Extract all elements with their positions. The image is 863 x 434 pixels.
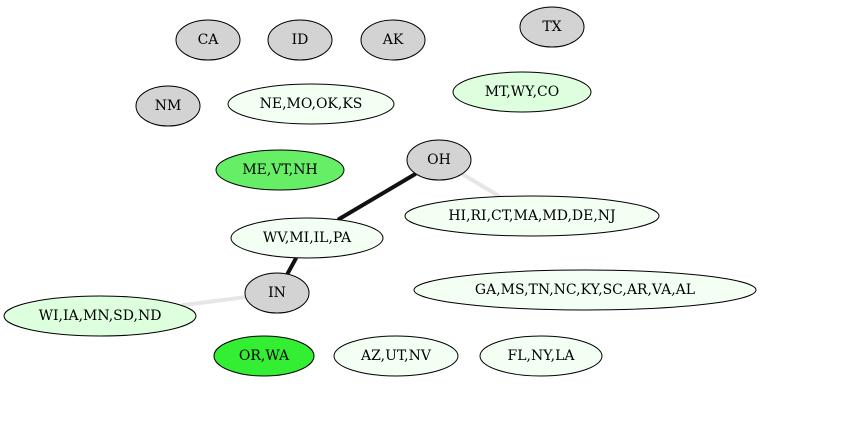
node-label: WI,IA,MN,SD,ND [39, 308, 162, 324]
node-ga: GA,MS,TN,NC,KY,SC,AR,VA,AL [413, 269, 757, 311]
node-label: TX [542, 19, 561, 35]
edge-in-wi [181, 295, 246, 308]
node-shape [135, 85, 201, 127]
node-id: ID [267, 19, 333, 61]
node-label: AZ,UT,NV [360, 348, 432, 364]
node-oh: OH [406, 139, 472, 181]
node-label: FL,NY,LA [507, 348, 575, 364]
node-az: AZ,UT,NV [333, 335, 459, 377]
node-shape [230, 217, 384, 259]
node-label: ME,VT,NH [242, 162, 317, 178]
edge-oh-wv [336, 172, 417, 222]
node-in: IN [244, 272, 310, 314]
node-label: CA [198, 32, 220, 48]
node-label: NE,MO,OK,KS [260, 96, 363, 112]
node-me: ME,VT,NH [215, 149, 345, 191]
node-shape [213, 335, 315, 377]
node-shape [360, 19, 426, 61]
nodes-layer: CA ID AK TX NM NE,MO,OK,KS MT,WY,CO ME,VT,NH OH H… [3, 6, 757, 377]
node-label: OR,WA [239, 348, 290, 364]
node-shape [267, 19, 333, 61]
node-shape [406, 139, 472, 181]
node-hi: HI,RI,CT,MA,MD,DE,NJ [404, 195, 660, 237]
node-label: GA,MS,TN,NC,KY,SC,AR,VA,AL [475, 282, 695, 298]
node-label: AK [382, 32, 404, 48]
node-label: HI,RI,CT,MA,MD,DE,NJ [448, 208, 615, 224]
node-label: WV,MI,IL,PA [263, 230, 352, 246]
node-shape [404, 195, 660, 237]
node-or: OR,WA [213, 335, 315, 377]
node-ak: AK [360, 19, 426, 61]
node-nm: NM [135, 85, 201, 127]
node-shape [333, 335, 459, 377]
node-ca: CA [175, 19, 241, 61]
node-shape [175, 19, 241, 61]
node-shape [519, 6, 585, 48]
node-wi: WI,IA,MN,SD,ND [3, 295, 197, 337]
node-shape [215, 149, 345, 191]
edge-oh-hi [461, 172, 501, 199]
node-shape [413, 269, 757, 311]
node-mt: MT,WY,CO [452, 71, 592, 113]
node-tx: TX [519, 6, 585, 48]
node-shape [479, 335, 603, 377]
node-label: ID [292, 32, 309, 48]
node-ne: NE,MO,OK,KS [227, 83, 395, 125]
node-label: MT,WY,CO [485, 84, 560, 100]
node-shape [244, 272, 310, 314]
edges-layer [181, 172, 501, 308]
node-label: OH [427, 152, 451, 168]
node-wv: WV,MI,IL,PA [230, 217, 384, 259]
node-shape [3, 295, 197, 337]
node-shape [452, 71, 592, 113]
node-label: IN [268, 285, 286, 301]
node-fl: FL,NY,LA [479, 335, 603, 377]
node-label: NM [155, 98, 182, 114]
edge-wv-in [285, 256, 298, 276]
node-shape [227, 83, 395, 125]
